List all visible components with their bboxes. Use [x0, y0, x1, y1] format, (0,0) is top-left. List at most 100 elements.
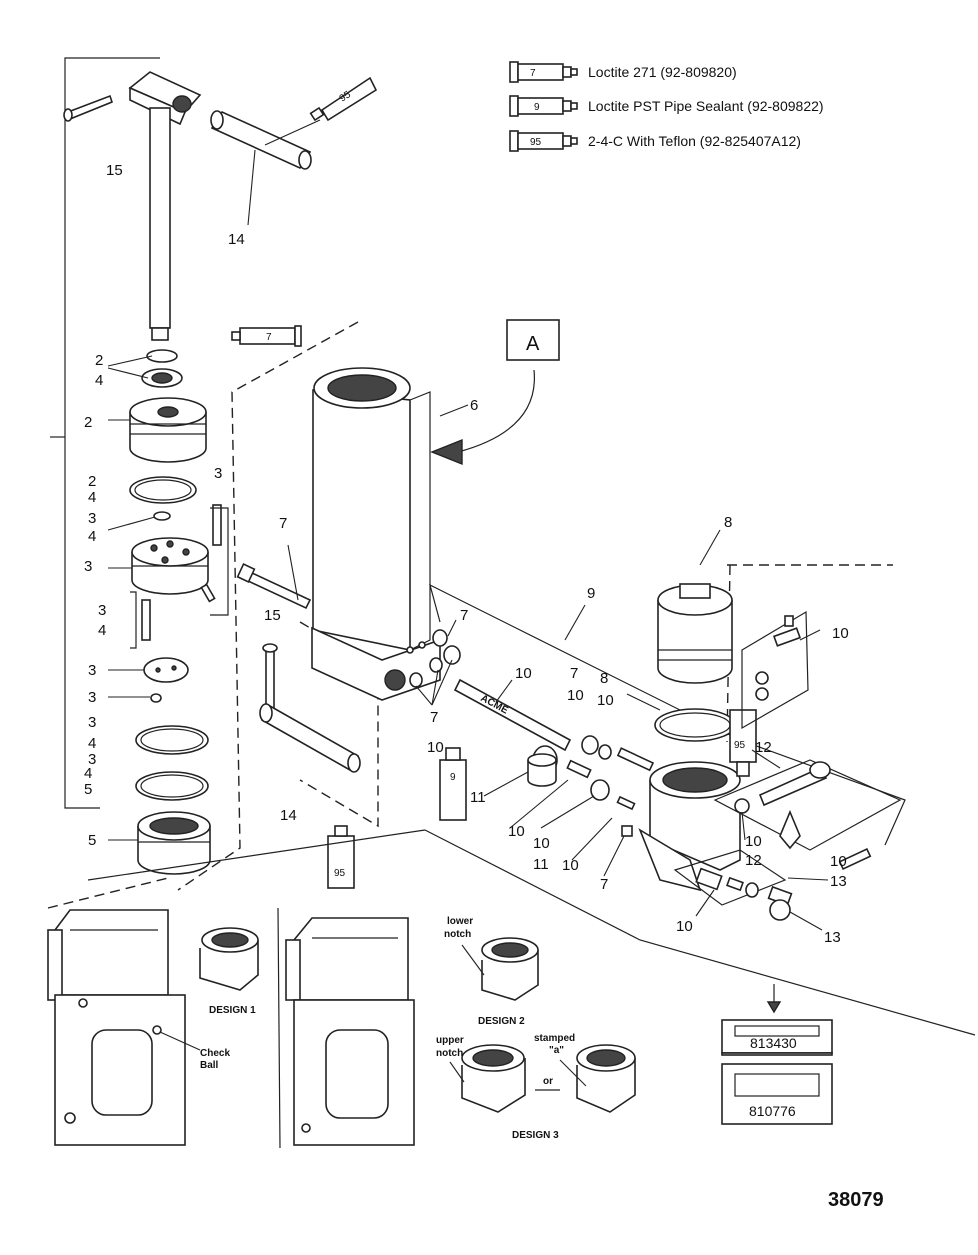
design-3-label: DESIGN 3 [512, 1130, 559, 1141]
callout: 12 [745, 852, 762, 869]
legend-row-loctite-271: 7 Loctite 271 (92-809820) [509, 61, 737, 83]
callout: 5 [88, 832, 96, 849]
callout: 4 [88, 735, 96, 752]
callout: 10 [676, 918, 693, 935]
check-ball-label: Ball [200, 1060, 219, 1071]
grease-tube-95-right: 95 [729, 709, 757, 777]
callout: 5 [84, 781, 92, 798]
upper-notch-label: upper [436, 1035, 464, 1046]
reservoir-8 [654, 583, 736, 742]
bracket-10-right [741, 610, 809, 730]
callout: 4 [88, 528, 96, 545]
sealant-tube-icon [509, 61, 578, 83]
sealant-legend: 7 Loctite 271 (92-809820) 9 Loctite PST … [509, 61, 824, 152]
legend-label: Loctite PST Pipe Sealant (92-809822) [588, 98, 824, 114]
view-reference-a: A [430, 319, 560, 466]
check-valve-13 [673, 849, 793, 921]
callout: 10 [830, 853, 847, 870]
figure-number: 38079 [828, 1189, 884, 1211]
o-rings-7 [409, 629, 461, 688]
check-ball-label: Check [200, 1048, 230, 1059]
sealant-tube-icon [509, 95, 578, 117]
loctite-tube-7: 7 [231, 325, 302, 347]
part-number: 813430 [750, 1035, 797, 1051]
design-2-pump-top [461, 937, 539, 1001]
legend-label: 2-4-C With Teflon (92-825407A12) [588, 133, 801, 149]
lower-notch-label: notch [444, 929, 471, 940]
callout: 10 [515, 665, 532, 682]
stamped-label: "a" [549, 1045, 564, 1056]
pin-15-lower [262, 643, 278, 709]
callout: 10 [745, 833, 762, 850]
sealant-tube-icon [509, 130, 578, 152]
pivot-pin-14-top [210, 110, 321, 226]
part-marking: ACME [479, 693, 510, 717]
callout: 8 [600, 670, 608, 687]
callout: 3 [88, 751, 96, 768]
legend-code: 95 [530, 137, 542, 148]
design-3-pump-top-b [559, 1044, 636, 1113]
callout: 13 [830, 873, 847, 890]
callout: 7 [430, 709, 438, 726]
tube-code: 7 [266, 332, 272, 343]
callout: 3 [88, 662, 96, 679]
callout: 3 [88, 510, 96, 527]
callout: 15 [106, 162, 123, 179]
design-2-label: DESIGN 2 [478, 1016, 525, 1027]
callout: 3 [214, 465, 222, 482]
grease-tube-95-top: 95 [309, 76, 378, 122]
part-box-813430: 813430 [721, 1019, 833, 1056]
design-1-pump-housing [47, 909, 259, 1146]
or-label: or [543, 1076, 553, 1087]
right-side-leaders [287, 404, 829, 931]
part-number: 810776 [749, 1103, 796, 1119]
callout: 3 [84, 558, 92, 575]
callout: 14 [280, 807, 297, 824]
legend-code: 9 [534, 102, 540, 113]
callout: 7 [279, 515, 287, 532]
callout: 12 [755, 739, 772, 756]
legend-label: Loctite 271 (92-809820) [588, 64, 737, 80]
part-box-810776: 810776 [721, 1063, 833, 1125]
callout: 3 [88, 689, 96, 706]
callout: 7 [600, 876, 608, 893]
callout: 2 [95, 352, 103, 369]
design-2-3-pump-housing [285, 917, 415, 1146]
piston-seal-stack [129, 349, 229, 875]
design-divider [277, 907, 281, 1149]
legend-code: 7 [530, 68, 536, 79]
callout: 8 [724, 514, 732, 531]
callout: 4 [98, 622, 106, 639]
callout: 13 [824, 929, 841, 946]
callout: 4 [95, 372, 103, 389]
callout: 14 [228, 231, 245, 248]
cylinder-screw-7 [236, 563, 312, 610]
callout: 2 [88, 473, 96, 490]
callout: 9 [587, 585, 595, 602]
callout: 11 [533, 856, 549, 873]
lower-notch-label: lower [447, 916, 473, 927]
upper-notch-label: notch [436, 1048, 463, 1059]
trim-cylinder-6 [311, 367, 441, 701]
tube-code: 95 [334, 868, 346, 879]
callout: 10 [832, 625, 849, 642]
callout: 3 [88, 714, 96, 731]
callout: 7 [460, 607, 468, 624]
callout-numbers: 15 14 2 4 2 2 4 3 4 3 3 4 3 3 3 4 4 5 5 … [84, 162, 849, 946]
trim-rod-assembly [128, 71, 202, 341]
callout: 2 [84, 414, 92, 431]
sealant-tube-9: 9 [439, 747, 467, 821]
plug-11 [527, 753, 557, 787]
callout: 10 [597, 692, 614, 709]
pump-body [638, 761, 741, 892]
callout: 10 [533, 835, 550, 852]
callout: 11 [470, 789, 486, 806]
stamped-label: stamped [534, 1033, 575, 1044]
callout: 10 [567, 687, 584, 704]
callout: 15 [264, 607, 281, 624]
callout: 10 [562, 857, 579, 874]
seal-part-boxes: 813430 810776 [721, 984, 833, 1125]
pivot-pin-14-lower [259, 703, 361, 773]
callout: 4 [88, 489, 96, 506]
